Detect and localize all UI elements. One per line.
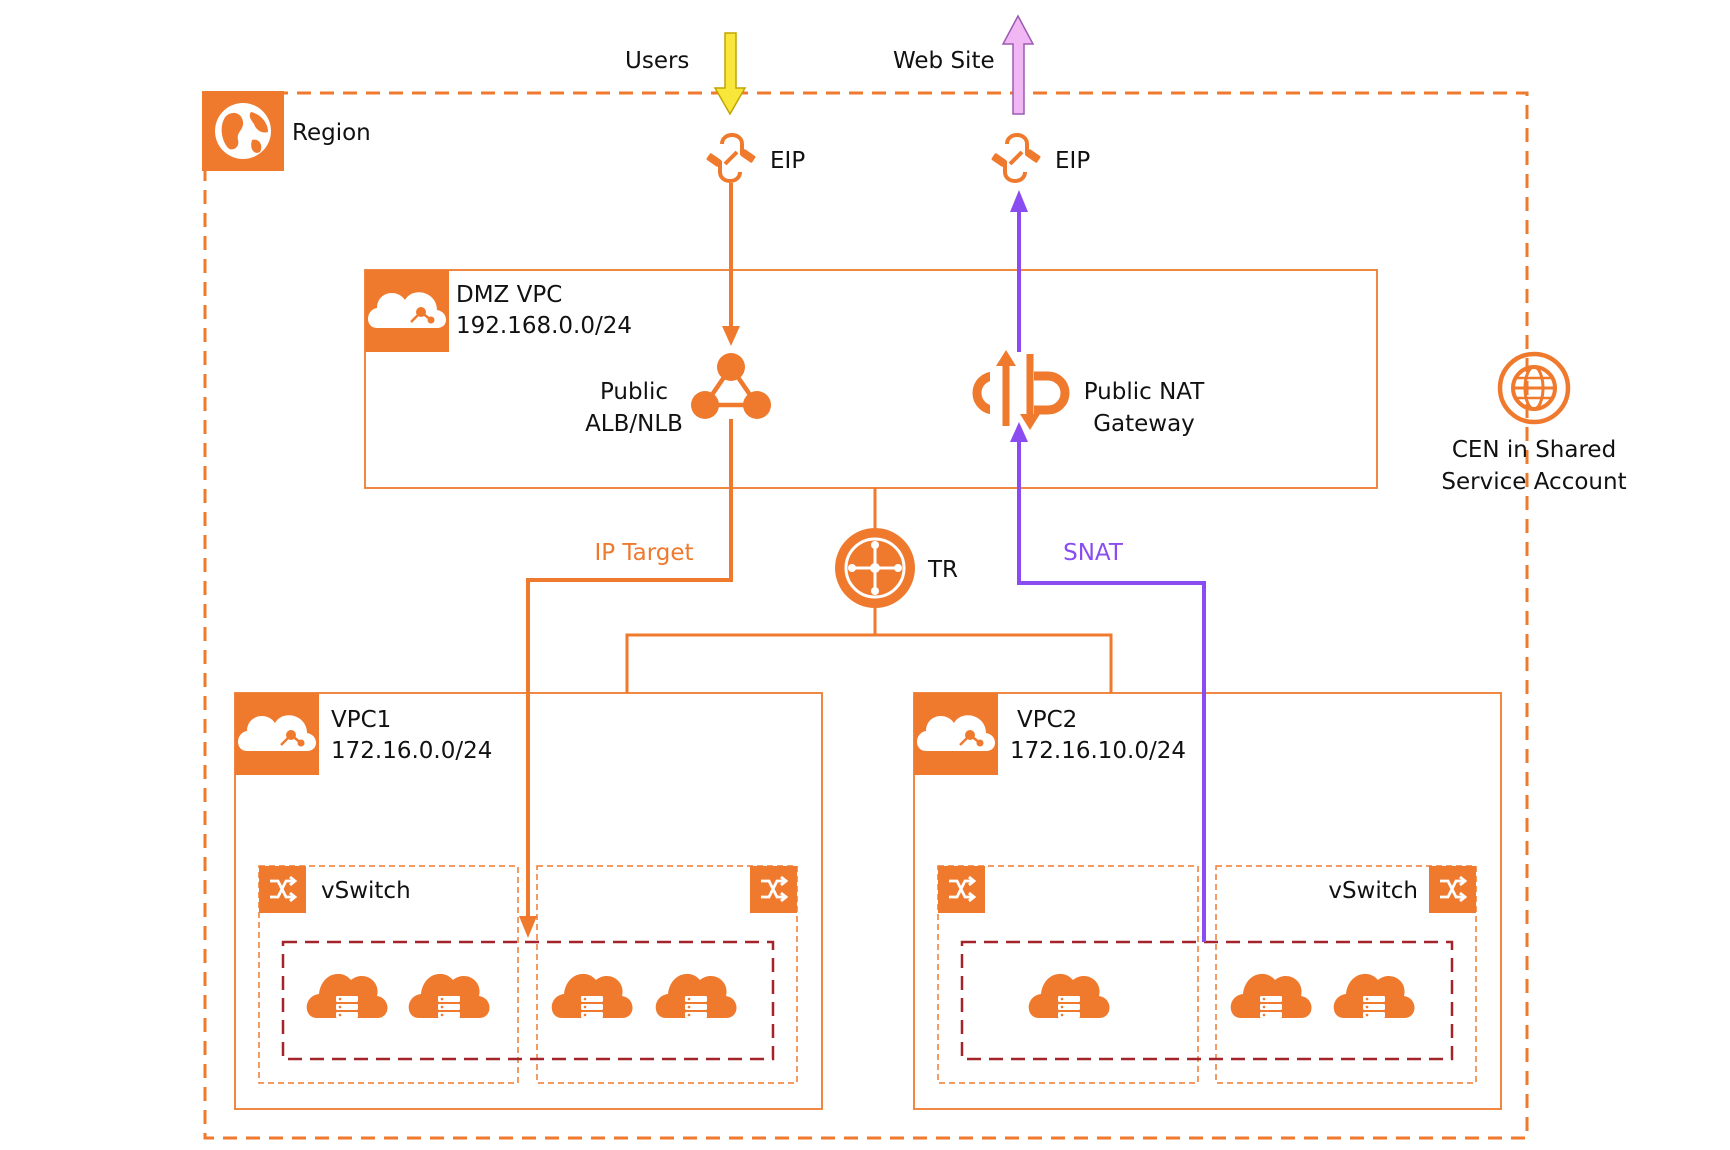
users-inbound-arrow [713, 32, 747, 116]
ecs-server-icon [408, 973, 490, 1018]
cen-label-line2: Service Account [1441, 469, 1626, 495]
alb-label-line1: Public [600, 379, 668, 405]
vpc2-box [913, 692, 1502, 1110]
vpc2-name: VPC2 [1017, 707, 1077, 733]
vpc1-icon [235, 693, 319, 775]
vpc1-vswitch-b-icon [750, 866, 797, 913]
vpc2-cidr: 172.16.10.0/24 [1010, 738, 1186, 764]
vpc1-cidr: 172.16.0.0/24 [331, 738, 492, 764]
vpc1-vswitch-a-icon [259, 866, 306, 913]
vpc2-server-group [960, 940, 1454, 1061]
vpc1-vswitch-b [536, 865, 798, 1084]
eip-right-icon [988, 133, 1044, 183]
dmz-vpc-box [364, 269, 1378, 489]
ip-target-label: IP Target [594, 540, 693, 566]
vpc2-vswitch-b [1215, 865, 1477, 1084]
dmz-vpc-icon [365, 270, 449, 352]
globe-icon [215, 103, 271, 159]
web-site-label: Web Site [893, 48, 995, 74]
tr-vpc-links [625, 633, 1113, 693]
ecs-server-icon [1230, 973, 1312, 1018]
ecs-server-icon [655, 973, 737, 1018]
ecs-server-icon [1333, 973, 1415, 1018]
ecs-server-icon [306, 973, 388, 1018]
region-label: Region [292, 120, 371, 146]
region-icon-box [202, 91, 284, 171]
tr-router-icon [835, 528, 915, 608]
eip-right-label: EIP [1055, 148, 1090, 174]
ip-target-flow [519, 183, 740, 938]
dmz-vpc-cidr: 192.168.0.0/24 [456, 313, 632, 339]
vpc1-vswitch-label: vSwitch [321, 878, 411, 904]
vpc2-vswitch-a [937, 865, 1199, 1084]
vpc1-name: VPC1 [331, 707, 391, 733]
vpc2-vswitch-a-icon [938, 866, 985, 913]
alb-nlb-icon [691, 353, 771, 419]
users-label: Users [625, 48, 689, 74]
nat-label-line1: Public NAT [1084, 379, 1206, 405]
dmz-vpc-name: DMZ VPC [456, 282, 562, 308]
snat-flow [1010, 190, 1206, 942]
snat-label: SNAT [1063, 540, 1124, 566]
vpc2-vswitch-label: vSwitch [1328, 878, 1418, 904]
vpc1-server-group [281, 940, 775, 1061]
vpc2-icon [914, 693, 998, 775]
region-boundary [203, 91, 1529, 1140]
nat-gateway-icon [972, 350, 1070, 430]
nat-label-line2: Gateway [1093, 411, 1195, 437]
cen-globe-icon [1497, 351, 1571, 425]
ecs-server-icon [551, 973, 633, 1018]
eip-left-label: EIP [770, 148, 805, 174]
tr-label: TR [927, 557, 958, 583]
cen-label-line1: CEN in Shared [1452, 437, 1616, 463]
alb-label-line2: ALB/NLB [585, 411, 683, 437]
ecs-server-icon [1028, 973, 1110, 1018]
web-site-outbound-arrow [1001, 14, 1035, 115]
vpc1-vswitch-a [258, 865, 519, 1084]
vpc2-vswitch-b-icon [1429, 866, 1476, 913]
eip-left-icon [703, 133, 759, 183]
